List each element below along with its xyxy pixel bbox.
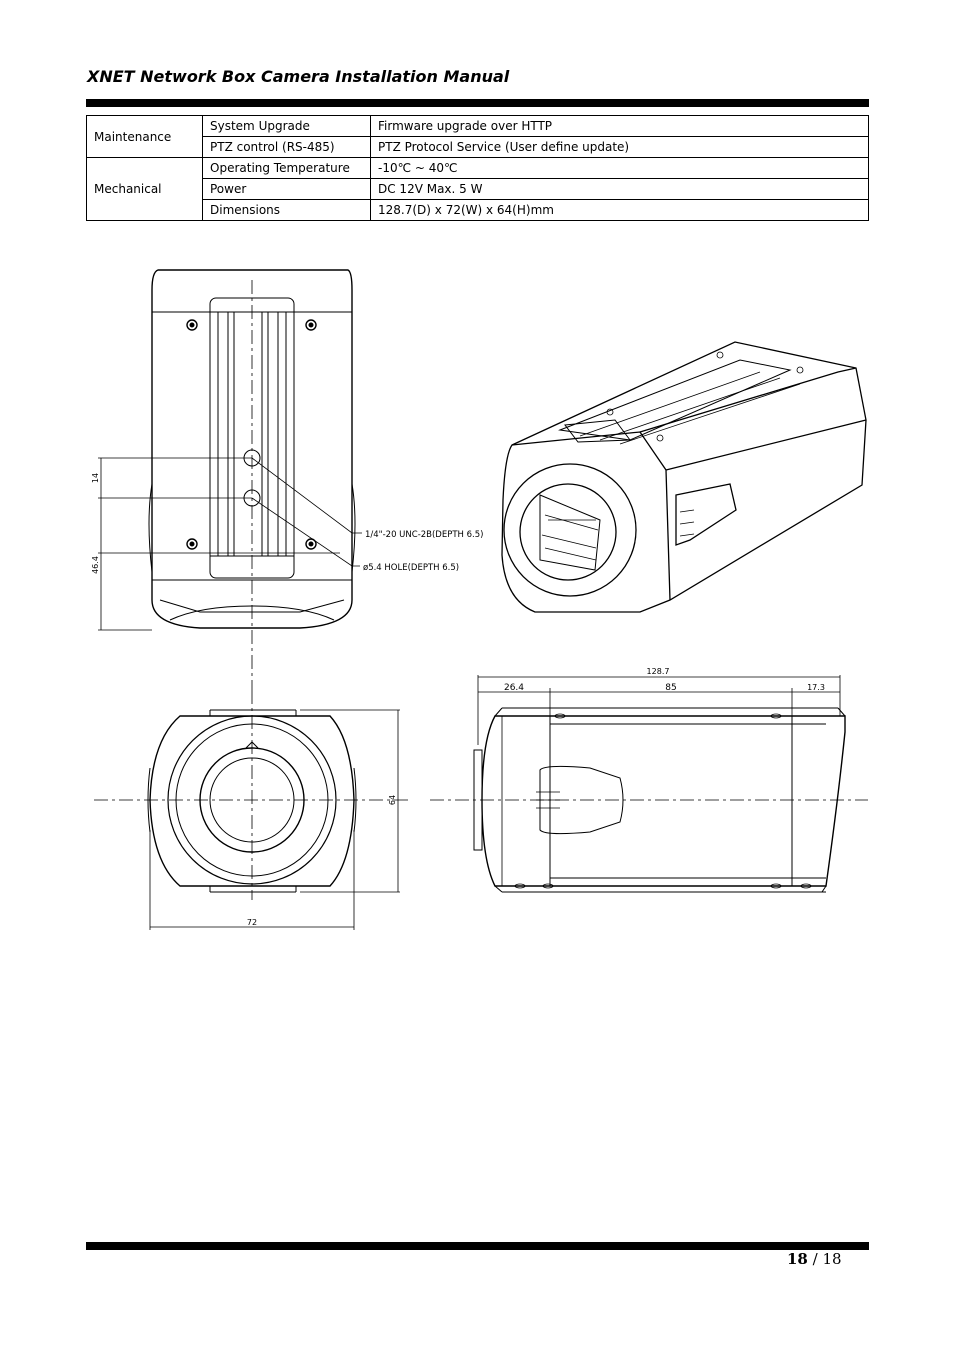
dim-14-label: 14 [91, 473, 100, 483]
value-cell: 128.7(D) x 72(W) x 64(H)mm [370, 199, 869, 221]
value-cell: -10℃ ~ 40℃ [370, 157, 869, 179]
page-current: 18 [787, 1250, 808, 1268]
table-row: Maintenance System Upgrade Firmware upgr… [86, 115, 869, 158]
dim-26-4-label: 26.4 [504, 683, 524, 693]
dim-64-label: 64 [388, 795, 397, 805]
table-row: Dimensions 128.7(D) x 72(W) x 64(H)mm [87, 199, 869, 221]
item-cell: Operating Temperature [202, 157, 371, 179]
page-total: 18 [822, 1250, 842, 1268]
screw-callout-label: 1/4"-20 UNC-2B(DEPTH 6.5) [365, 530, 483, 540]
item-cell: Power [202, 178, 371, 200]
value-cell: DC 12V Max. 5 W [370, 178, 869, 200]
item-cell: PTZ control (RS-485) [202, 136, 371, 158]
dim-85-label: 85 [665, 683, 676, 693]
table-row: PTZ control (RS-485) PTZ Protocol Servic… [87, 136, 869, 158]
footer-rule [86, 1242, 869, 1250]
item-cell: System Upgrade [202, 115, 371, 137]
table-row: Mechanical Operating Temperature -10℃ ~ … [86, 157, 869, 221]
table-row: Power DC 12V Max. 5 W [87, 178, 869, 200]
hole-callout-label: ø5.4 HOLE(DEPTH 6.5) [363, 563, 459, 573]
header-rule [86, 99, 869, 107]
dim-46-4-label: 46.4 [91, 556, 100, 574]
page-number: 18 / 18 [787, 1250, 842, 1268]
dim-128-7-label: 128.7 [647, 667, 670, 676]
dim-17-3-label: 17.3 [807, 683, 825, 692]
camera-perspective-view [501, 341, 867, 613]
page-separator: / [807, 1250, 823, 1268]
document-title: XNET Network Box Camera Installation Man… [87, 67, 510, 86]
camera-front-view [94, 690, 410, 930]
item-cell: Dimensions [202, 199, 371, 221]
camera-top-view [98, 269, 362, 690]
camera-technical-drawing: 14 46.4 1/4"-20 UNC-2B(DEPTH 6.5) ø5.4 H… [91, 269, 868, 930]
value-cell: PTZ Protocol Service (User define update… [370, 136, 869, 158]
category-cell: Mechanical [86, 157, 203, 221]
dim-72-label: 72 [247, 918, 257, 927]
category-cell: Maintenance [86, 115, 203, 158]
value-cell: Firmware upgrade over HTTP [370, 115, 869, 137]
camera-side-view [430, 675, 868, 893]
spec-table: Maintenance System Upgrade Firmware upgr… [86, 115, 869, 221]
